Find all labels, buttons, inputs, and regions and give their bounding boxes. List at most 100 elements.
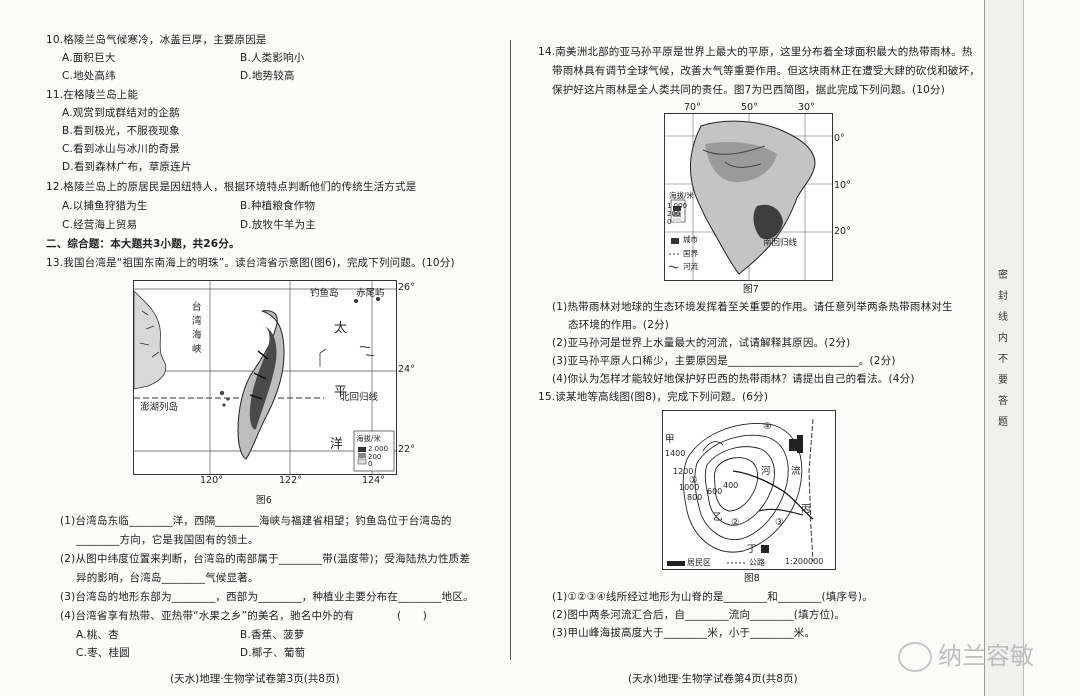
margin-char: 内 xyxy=(998,333,1008,344)
q13-option-a: A.桃、杏 xyxy=(76,629,119,641)
contour-600: 600 xyxy=(707,487,723,496)
q12-option-c: C.经营海上贸易 xyxy=(62,219,138,231)
q11-option-b: B.看到极光，不服夜现象 xyxy=(62,125,180,137)
legend-200: 200 xyxy=(368,453,382,461)
brazil-map: 海拔/米 1 000 200 0 城市 国界 河流 南回归线 xyxy=(664,113,833,281)
brazil-legend-1000: 1 000 xyxy=(667,202,688,210)
q10-option-c: C.地处高纬 xyxy=(62,70,116,82)
q10-stem: 10.格陵兰岛气候寒冷，冰盖巨厚，主要原因是 xyxy=(46,34,267,46)
diaoyu-island-label: 钓鱼岛 xyxy=(310,288,339,299)
lon-label-124: 124° xyxy=(362,475,385,486)
left-page-footer: (天水)地理·生物学试卷第3页(共8页) xyxy=(170,673,340,685)
q11-option-c: C.看到冰山与冰川的奇景 xyxy=(62,143,181,155)
q14-sub1-line1: (1)热带雨林对地球的生态环境发挥着至关重要的作用。请任意列举两条热带雨林对生 xyxy=(552,301,953,313)
lat-label-26: 26° xyxy=(398,282,415,293)
right-page: 14.南美洲北部的亚马孙平原是世界上最大的平原，这里分布着全球面积最大的热带雨林… xyxy=(510,0,1080,696)
margin-char: 封 xyxy=(998,291,1008,302)
line-2: ② xyxy=(731,517,740,528)
margin-char: 要 xyxy=(998,375,1008,386)
penghu-label: 澎湖列岛 xyxy=(140,402,179,413)
q12-stem: 12.格陵兰岛上的原居民是因纽特人，根据环境特点判断他们的传统生活方式是 xyxy=(46,181,417,193)
watermark-text: 纳兰容敏 xyxy=(938,642,1034,670)
tropic-of-cancer-label: 北回归线 xyxy=(340,392,379,403)
q14-stem-line2: 带雨林具有调节全球气候，改善大气等重要作用。但这块雨林正在遭受大肆的砍伐和破坏， xyxy=(552,65,980,77)
binding-margin xyxy=(984,0,1024,696)
q14-sub3: (3)亚马孙平原人口稀少，主要原因是______________________… xyxy=(552,355,896,367)
q10-option-d: D.地势较高 xyxy=(240,70,295,82)
contour-800: 800 xyxy=(687,493,703,502)
q14-stem-line3: 保护好这片雨林是全人类共同的责任。图7为巴西简图，据此完成下列问题。(10分) xyxy=(552,84,946,96)
q13-sub4: (4)台湾省享有热带、亚热带“水果之乡”的美名，驰名中外的有 ( ) xyxy=(60,610,428,622)
brazil-lat-10: 10° xyxy=(834,180,851,191)
left-page: 10.格陵兰岛气候寒冷，冰盖巨厚，主要原因是 A.面积巨大 B.人类影响小 C.… xyxy=(0,0,510,696)
margin-char: 密 xyxy=(998,270,1008,281)
margin-notice: 密 封 线 内 不 要 答 题 xyxy=(995,265,1011,433)
line-3: ③ xyxy=(775,517,784,528)
q11-option-d: D.看到森林广布，草原连片 xyxy=(62,161,192,173)
q15-stem: 15.读某地等高线图(图8)，完成下列问题。(6分) xyxy=(538,391,769,403)
right-page-footer: (天水)地理·生物学试卷第4页(共8页) xyxy=(628,673,798,685)
legend-0: 0 xyxy=(368,460,373,468)
brazil-legend-city: 城市 xyxy=(683,235,698,244)
label-liu: 流 xyxy=(791,466,801,477)
legend-2000: 2 000 xyxy=(368,445,389,453)
lon-label-120: 120° xyxy=(200,475,223,486)
contour-1000: 1000 xyxy=(679,483,700,492)
q13-option-d: D.椰子、葡萄 xyxy=(240,647,306,659)
q13-sub2-line2: 异的影响，台湾岛________气候显著。 xyxy=(76,572,259,584)
q12-option-a: A.以捕鱼狩猎为生 xyxy=(62,200,148,212)
q12-option-b: B.种植粮食作物 xyxy=(240,200,316,212)
pacific-label-2: 平 xyxy=(334,385,348,400)
figure-8-caption: 图8 xyxy=(744,573,760,584)
contour-1400: 1400 xyxy=(665,449,686,458)
margin-char: 题 xyxy=(998,417,1008,428)
q10-option-a: A.面积巨大 xyxy=(62,52,116,64)
q11-stem: 11.在格陵兰岛上能 xyxy=(46,89,139,101)
page-divider xyxy=(510,40,511,660)
brazil-legend-title: 海拔/米 xyxy=(669,191,695,200)
label-bing: 丙 xyxy=(801,504,811,515)
q11-option-a: A.观赏到成群结对的企鹅 xyxy=(62,107,180,119)
pacific-label-1: 太 xyxy=(334,321,348,336)
q13-sub1-line2: ________方向，它是我国固有的领土。 xyxy=(76,534,259,546)
brazil-legend-river: 河流 xyxy=(683,262,698,271)
scale-label: 1:200000 xyxy=(785,557,824,566)
q13-option-c: C.枣、桂圆 xyxy=(76,647,130,659)
q14-sub1-line2: 态环境的作用。(2分) xyxy=(568,319,670,331)
q13-stem: 13.我国台湾是“祖国东南海上的明珠”。读台湾省示意图(图6)，完成下列问题。(… xyxy=(46,257,455,269)
lon-label-122: 122° xyxy=(279,475,302,486)
brazil-lon-50: 50° xyxy=(741,102,758,113)
lat-label-24: 24° xyxy=(398,364,415,375)
margin-char: 线 xyxy=(998,312,1008,323)
figure-7-caption: 图7 xyxy=(743,284,759,295)
q12-option-d: D.放牧牛羊为主 xyxy=(240,219,317,231)
brazil-lat-20: 20° xyxy=(834,226,851,237)
label-ding: 丁 xyxy=(747,544,757,555)
q15-sub1: (1)①②③④线所经过地形为山脊的是________和________(填序号)… xyxy=(552,591,873,603)
taiwan-strait-label: 台湾海峡 xyxy=(192,302,202,355)
q13-option-b: B.香蕉、菠萝 xyxy=(240,629,305,641)
contour-map: 甲 乙 丙 丁 河 流 1400 1200 1000 800 600 400 ①… xyxy=(662,410,836,570)
q14-sub4: (4)你认为怎样才能较好地保护好巴西的热带雨林？请提出自己的看法。(4分) xyxy=(552,373,915,385)
legend-title: 海拔/米 xyxy=(356,434,382,443)
section-heading: 二、综合题：本大题共3小题，共26分。 xyxy=(46,238,240,250)
brazil-tropic-label: 南回归线 xyxy=(763,238,798,248)
margin-char: 不 xyxy=(998,354,1008,365)
brazil-legend-0: 0 xyxy=(667,218,672,226)
q13-sub1-line1: (1)台湾岛东临________洋，西隔________海峡与福建省相望；钓鱼岛… xyxy=(60,515,452,527)
q14-stem-line1: 14.南美洲北部的亚马孙平原是世界上最大的平原，这里分布着全球面积最大的热带雨林… xyxy=(538,46,973,58)
legend-road: 公路 xyxy=(749,558,765,567)
q13-sub2-line1: (2)从图中纬度位置来判断，台湾岛的南部属于________带(温度带)；受海陆… xyxy=(60,553,471,565)
brazil-lat-0: 0° xyxy=(834,133,845,144)
taiwan-map: 钓鱼岛 赤尾屿 太 平 洋 台湾海峡 澎湖列岛 北回归线 海拔/米 2 000 … xyxy=(133,280,397,475)
q15-sub2: (2)图中两条河流汇合后，自________流向________(填方位)。 xyxy=(552,609,846,621)
brazil-legend-200: 200 xyxy=(667,210,681,218)
pacific-label-3: 洋 xyxy=(330,437,344,452)
q14-sub2: (2)亚马孙河是世界上水量最大的河流，试请解释其原因。(2分) xyxy=(552,337,851,349)
label-he: 河 xyxy=(761,466,771,477)
q13-sub3: (3)台湾岛的地形东部为________，西部为________，种植业主要分布… xyxy=(60,591,474,603)
legend-residential: 居民区 xyxy=(687,558,711,567)
brazil-lon-70: 70° xyxy=(684,102,701,113)
figure-6-caption: 图6 xyxy=(256,495,272,506)
chiwei-island-label: 赤尾屿 xyxy=(356,288,385,299)
